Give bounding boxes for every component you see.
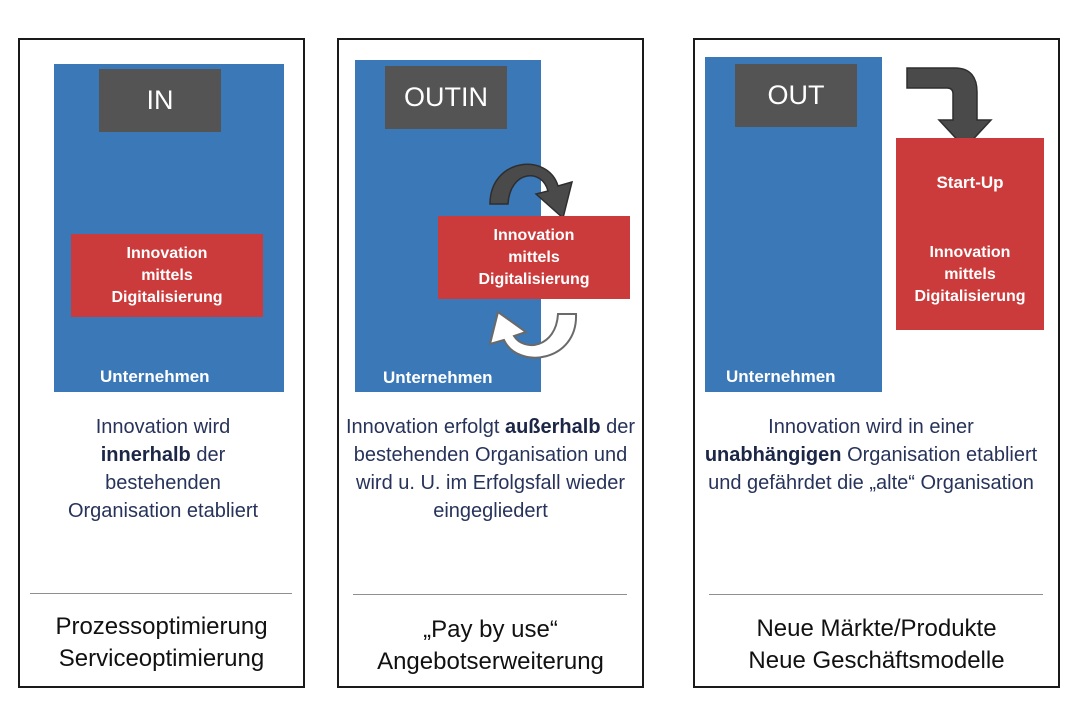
innovation-label-line: Digitalisierung — [111, 288, 223, 306]
description-emphasis: außerhalb — [504, 416, 601, 438]
description-emphasis: innerhalb — [100, 444, 191, 466]
divider — [30, 593, 292, 594]
outcome-item: Angebotserweiterung — [377, 648, 604, 675]
outcome-item: Neue Märkte/Produkte — [756, 615, 997, 642]
divider — [353, 594, 627, 595]
innovation-label-line: mittels — [944, 266, 996, 283]
cycle-arrow-bottom-icon — [488, 310, 578, 359]
description-text: Innovation erfolgt — [345, 416, 500, 438]
panel-description: Innovation wird in einer unabhängigen Or… — [703, 413, 1039, 497]
startup-label: Start-Up — [936, 173, 1004, 192]
panel-in: IN Innovation mittels Digitalisierung Un… — [18, 38, 305, 688]
spin-off-arrow-icon — [906, 67, 993, 150]
model-tag: OUT — [735, 64, 857, 127]
outcome-list: „Pay by use“ Angebotserweiterung — [339, 614, 642, 678]
outcome-item: „Pay by use“ — [423, 616, 558, 643]
panel-description: Innovation erfolgt außerhalb der bestehe… — [344, 413, 637, 525]
innovation-label-line: Innovation — [126, 244, 208, 262]
company-label: Unternehmen — [726, 367, 836, 386]
divider — [709, 594, 1043, 595]
innovation-label-line: mittels — [141, 266, 193, 284]
cycle-arrow-top-icon — [489, 163, 574, 220]
company-label: Unternehmen — [100, 367, 210, 386]
description-emphasis: unabhängigen — [704, 444, 842, 466]
outcome-item: Serviceoptimierung — [58, 645, 265, 672]
innovation-label-line: Digitalisierung — [914, 288, 1026, 305]
innovation-box: Innovation mittels Digitalisierung — [438, 216, 630, 299]
model-tag: IN — [99, 69, 221, 132]
description-text: Innovation wird — [95, 416, 231, 438]
outcome-list: Prozessoptimierung Serviceoptimierung — [20, 611, 303, 675]
model-tag: OUTIN — [385, 66, 507, 129]
description-text: der bestehenden Organisation und wird u.… — [353, 416, 636, 522]
panel-description: Innovation wird innerhalb der bestehende… — [48, 413, 278, 525]
outcome-item: Neue Geschäftsmodelle — [748, 647, 1005, 674]
panel-out: OUT Start-Up Innovation mittels Digitali… — [693, 38, 1060, 688]
innovation-label-line: mittels — [508, 248, 560, 266]
description-text: Innovation wird in einer — [768, 416, 974, 438]
innovation-label-line: Innovation — [929, 244, 1011, 261]
outcome-item: Prozessoptimierung — [55, 613, 268, 640]
outcome-list: Neue Märkte/Produkte Neue Geschäftsmodel… — [695, 613, 1058, 677]
company-label: Unternehmen — [383, 368, 493, 387]
innovation-label-line: Innovation — [493, 226, 575, 244]
description-text: der bestehenden Organisation etabliert — [67, 444, 259, 522]
innovation-box: Innovation mittels Digitalisierung — [71, 234, 263, 317]
startup-box: Start-Up Innovation mittels Digitalisier… — [896, 138, 1044, 330]
description-text: Organisation etabliert und gefährdet die… — [708, 444, 1038, 494]
panel-outin: OUTIN Innovation mittels Digitalisierung… — [337, 38, 644, 688]
innovation-label-line: Digitalisierung — [478, 270, 590, 288]
